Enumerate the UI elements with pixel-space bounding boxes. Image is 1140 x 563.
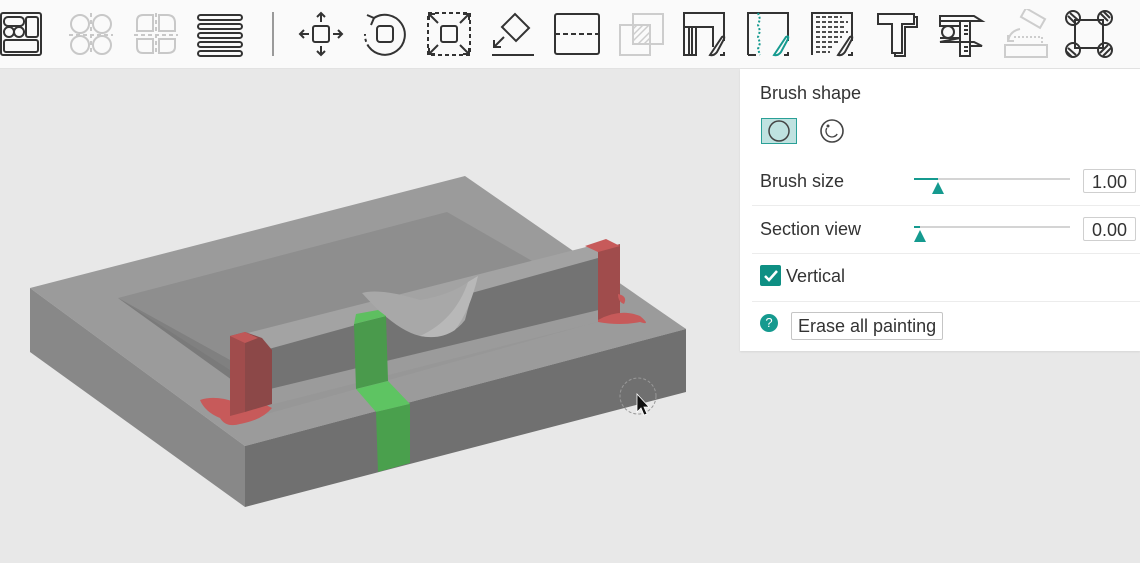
brim-ears-icon bbox=[1065, 10, 1113, 58]
checkmark-icon bbox=[763, 269, 778, 282]
base-front-face bbox=[245, 329, 686, 507]
brush-shape-circle-button[interactable] bbox=[761, 118, 797, 144]
scale-icon bbox=[427, 12, 471, 56]
erase-all-painting-button[interactable]: Erase all painting bbox=[791, 312, 944, 340]
seam-painting-icon bbox=[747, 12, 790, 57]
scale-button[interactable] bbox=[423, 8, 475, 60]
red-paint-left-pillar-front bbox=[230, 332, 245, 416]
brush-shape-sphere-button[interactable] bbox=[814, 118, 850, 144]
assembly-icon bbox=[1004, 9, 1048, 58]
green-paint-ledge bbox=[356, 381, 410, 412]
brush-cursor-circle bbox=[619, 377, 657, 415]
lay-on-face-icon bbox=[492, 12, 534, 56]
measure-button[interactable] bbox=[935, 8, 987, 60]
red-paint-right-pillar-top bbox=[585, 239, 620, 252]
ridge-top bbox=[232, 244, 620, 352]
green-paint-base-front bbox=[376, 404, 410, 472]
assembly-button[interactable] bbox=[999, 8, 1051, 60]
toolbar-separator bbox=[272, 12, 274, 56]
split-to-parts-icon bbox=[134, 13, 178, 55]
vertical-label: Vertical bbox=[786, 266, 846, 286]
move-button[interactable] bbox=[295, 8, 347, 60]
red-paint-left-pillar-top bbox=[230, 332, 258, 343]
seam-painting-button[interactable] bbox=[743, 8, 795, 60]
mesh-boolean-icon bbox=[619, 13, 664, 56]
layers-editing-button[interactable] bbox=[194, 8, 246, 60]
red-paint-right-blob bbox=[598, 312, 646, 324]
arrange-icon bbox=[0, 12, 42, 56]
rotate-icon bbox=[364, 13, 406, 56]
section-view-slider[interactable] bbox=[914, 217, 1070, 242]
support-painting-button[interactable] bbox=[679, 8, 731, 60]
circle-icon bbox=[768, 120, 790, 142]
brush-size-label: Brush size bbox=[760, 171, 845, 191]
cut-icon bbox=[554, 13, 600, 55]
text-emboss-button[interactable] bbox=[871, 8, 923, 60]
top-toolbar bbox=[0, 0, 1140, 69]
brush-size-slider[interactable] bbox=[914, 169, 1070, 194]
rotate-button[interactable] bbox=[359, 8, 411, 60]
arrange-button[interactable] bbox=[0, 8, 46, 60]
brush-size-input[interactable]: 1.00 bbox=[1083, 169, 1136, 193]
measure-icon bbox=[939, 15, 986, 57]
3d-viewport[interactable] bbox=[0, 69, 1140, 563]
brim-ears-button[interactable] bbox=[1063, 8, 1115, 60]
slider-thumb[interactable] bbox=[932, 182, 944, 194]
brush-shape-label: Brush shape bbox=[760, 83, 862, 103]
split-to-objects-icon bbox=[69, 13, 113, 55]
green-paint-ridge-front bbox=[354, 316, 388, 389]
support-painting-icon bbox=[683, 12, 726, 57]
fuzzy-skin-painting-icon bbox=[811, 12, 854, 57]
fuzzy-skin-painting-button[interactable] bbox=[807, 8, 859, 60]
sphere-icon bbox=[820, 119, 844, 143]
text-emboss-icon bbox=[877, 13, 918, 57]
base-left-face bbox=[30, 288, 245, 507]
help-icon[interactable]: ? bbox=[760, 314, 778, 332]
lay-on-face-button[interactable] bbox=[487, 8, 539, 60]
section-view-label: Section view bbox=[760, 219, 862, 239]
seam-painting-panel: Brush shape Brush size 1.00 Section view… bbox=[740, 69, 1140, 351]
red-paint-left-pillar-side bbox=[245, 332, 272, 412]
slider-thumb[interactable] bbox=[914, 230, 926, 242]
section-view-input[interactable]: 0.00 bbox=[1083, 217, 1136, 241]
split-to-parts-button[interactable] bbox=[130, 8, 182, 60]
layers-editing-icon bbox=[197, 14, 243, 57]
cut-button[interactable] bbox=[551, 8, 603, 60]
red-paint-right-pillar-front bbox=[598, 244, 620, 320]
mesh-boolean-button[interactable] bbox=[615, 8, 667, 60]
green-paint-ridge-top bbox=[354, 310, 386, 324]
move-icon bbox=[298, 11, 344, 57]
split-to-objects-button[interactable] bbox=[65, 8, 117, 60]
base-front-ledge bbox=[245, 300, 686, 446]
mouse-pointer-icon bbox=[636, 392, 650, 416]
vertical-checkbox[interactable] bbox=[760, 265, 781, 286]
